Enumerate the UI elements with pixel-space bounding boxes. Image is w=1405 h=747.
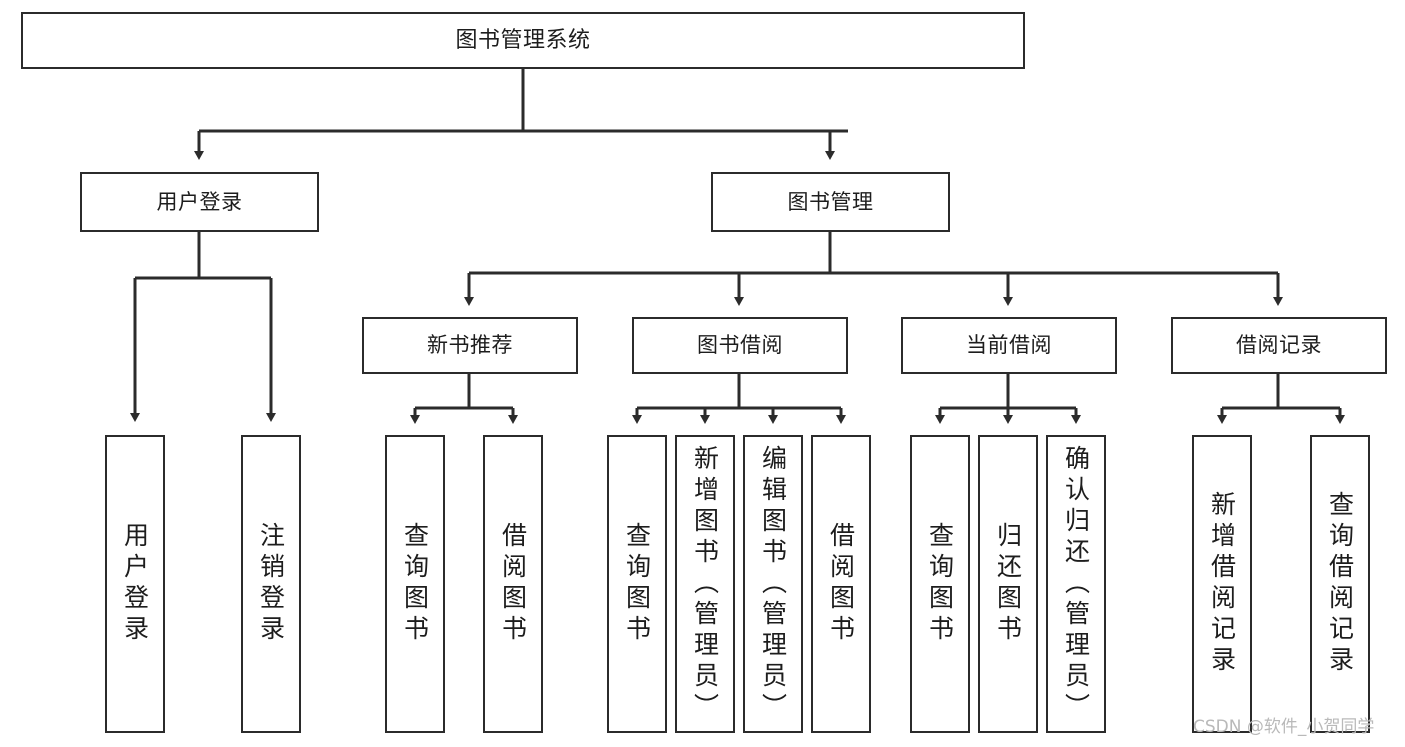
node-add-book[interactable]: 新增图书（管理员）: [675, 435, 735, 733]
node-borrow-book-2[interactable]: 借阅图书: [811, 435, 871, 733]
node-edit-book-label: 编辑图书（管理员）: [758, 444, 788, 724]
node-user-login-label: 用户登录: [156, 189, 243, 214]
node-user-login-leaf[interactable]: 用户登录: [105, 435, 165, 733]
node-user-logout-leaf[interactable]: 注销登录: [241, 435, 301, 733]
node-confirm-return[interactable]: 确认归还（管理员）: [1046, 435, 1106, 733]
node-book-borrow-label: 图书借阅: [697, 333, 783, 358]
node-root-label: 图书管理系统: [455, 27, 591, 53]
node-borrow-book-1-label: 借阅图书: [498, 522, 528, 646]
node-query-borrow-record[interactable]: 查询借阅记录: [1310, 435, 1370, 733]
node-add-book-label: 新增图书（管理员）: [690, 444, 720, 724]
node-return-book-label: 归还图书: [993, 522, 1023, 646]
node-add-borrow-record-label: 新增借阅记录: [1207, 491, 1237, 677]
node-root[interactable]: 图书管理系统: [21, 12, 1025, 69]
node-current-borrow-label: 当前借阅: [966, 333, 1052, 358]
node-new-book-recommend[interactable]: 新书推荐: [362, 317, 578, 374]
node-borrow-record[interactable]: 借阅记录: [1171, 317, 1387, 374]
node-add-borrow-record[interactable]: 新增借阅记录: [1192, 435, 1252, 733]
node-borrow-book-2-label: 借阅图书: [826, 522, 856, 646]
node-book-manage[interactable]: 图书管理: [711, 172, 950, 232]
node-query-book-1[interactable]: 查询图书: [385, 435, 445, 733]
node-confirm-return-label: 确认归还（管理员）: [1061, 444, 1091, 724]
node-edit-book[interactable]: 编辑图书（管理员）: [743, 435, 803, 733]
node-query-book-2[interactable]: 查询图书: [607, 435, 667, 733]
node-return-book[interactable]: 归还图书: [978, 435, 1038, 733]
node-current-borrow[interactable]: 当前借阅: [901, 317, 1117, 374]
node-new-book-recommend-label: 新书推荐: [427, 333, 513, 358]
node-query-book-1-label: 查询图书: [400, 522, 430, 646]
node-book-borrow[interactable]: 图书借阅: [632, 317, 848, 374]
node-query-book-2-label: 查询图书: [622, 522, 652, 646]
node-borrow-book-1[interactable]: 借阅图书: [483, 435, 543, 733]
node-user-login-leaf-label: 用户登录: [120, 522, 150, 646]
node-user-login[interactable]: 用户登录: [80, 172, 319, 232]
node-book-manage-label: 图书管理: [787, 189, 874, 214]
node-query-book-3-label: 查询图书: [925, 522, 955, 646]
node-query-book-3[interactable]: 查询图书: [910, 435, 970, 733]
node-query-borrow-record-label: 查询借阅记录: [1325, 491, 1355, 677]
node-borrow-record-label: 借阅记录: [1236, 333, 1322, 358]
node-user-logout-leaf-label: 注销登录: [256, 522, 286, 646]
csdn-watermark: CSDN @软件_小贺同学: [1193, 717, 1375, 737]
